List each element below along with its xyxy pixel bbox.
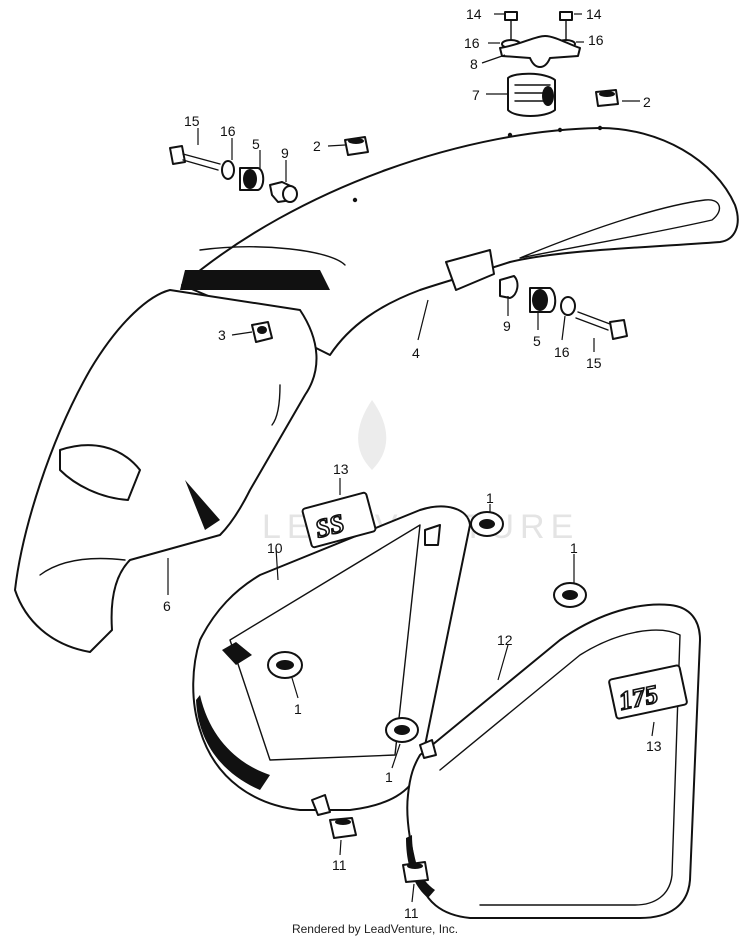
callout-7: 7 <box>472 87 480 103</box>
callout-1-left: 1 <box>294 701 302 717</box>
callout-numbers: 14 14 16 16 8 7 2 2 15 16 5 9 3 4 9 5 16… <box>163 6 662 921</box>
callout-16-left: 16 <box>464 35 480 51</box>
callout-5-right: 5 <box>533 333 541 349</box>
callout-8: 8 <box>470 56 478 72</box>
callout-2-left: 2 <box>313 138 321 154</box>
callout-6: 6 <box>163 598 171 614</box>
fender-clip <box>251 321 273 343</box>
callout-13-right: 13 <box>646 738 662 754</box>
leader-lines <box>167 13 655 903</box>
left-mount-bolt-stack <box>169 145 298 203</box>
right-side-cover <box>406 603 701 919</box>
callout-9-right: 9 <box>503 318 511 334</box>
callout-11-right: 11 <box>404 905 419 921</box>
callout-16-mid-left: 16 <box>220 123 236 139</box>
grommets <box>267 511 587 743</box>
callout-1-upper-right: 1 <box>570 540 578 556</box>
callout-16-mid-right: 16 <box>554 344 570 360</box>
callout-10: 10 <box>267 540 283 556</box>
callout-2-right: 2 <box>643 94 651 110</box>
callout-5-left: 5 <box>252 136 260 152</box>
callout-3: 3 <box>218 327 226 343</box>
right-mount-bolt-stack <box>499 275 628 340</box>
callout-14-right: 14 <box>586 6 602 22</box>
mount-bracket-hardware <box>499 11 581 117</box>
flame-watermark-icon <box>358 400 387 470</box>
rear-fender <box>180 125 739 356</box>
emblems: SS 175 <box>301 491 688 720</box>
dampers <box>329 817 429 883</box>
callout-13-left: 13 <box>333 461 349 477</box>
callout-12: 12 <box>497 632 513 648</box>
callout-1-mid: 1 <box>385 769 393 785</box>
footer-credit: Rendered by LeadVenture, Inc. <box>291 922 459 936</box>
callout-1-top: 1 <box>486 490 494 506</box>
callout-9-left: 9 <box>281 145 289 161</box>
callout-11-left: 11 <box>332 857 347 873</box>
callout-14-left: 14 <box>466 6 482 22</box>
callout-15-right: 15 <box>586 355 602 371</box>
splash-guard <box>14 289 318 653</box>
callout-16-right: 16 <box>588 32 604 48</box>
callout-15-left: 15 <box>184 113 200 129</box>
upper-grommets <box>344 89 619 156</box>
callout-4: 4 <box>412 345 420 361</box>
right-emblem-text: 175 <box>616 679 660 715</box>
